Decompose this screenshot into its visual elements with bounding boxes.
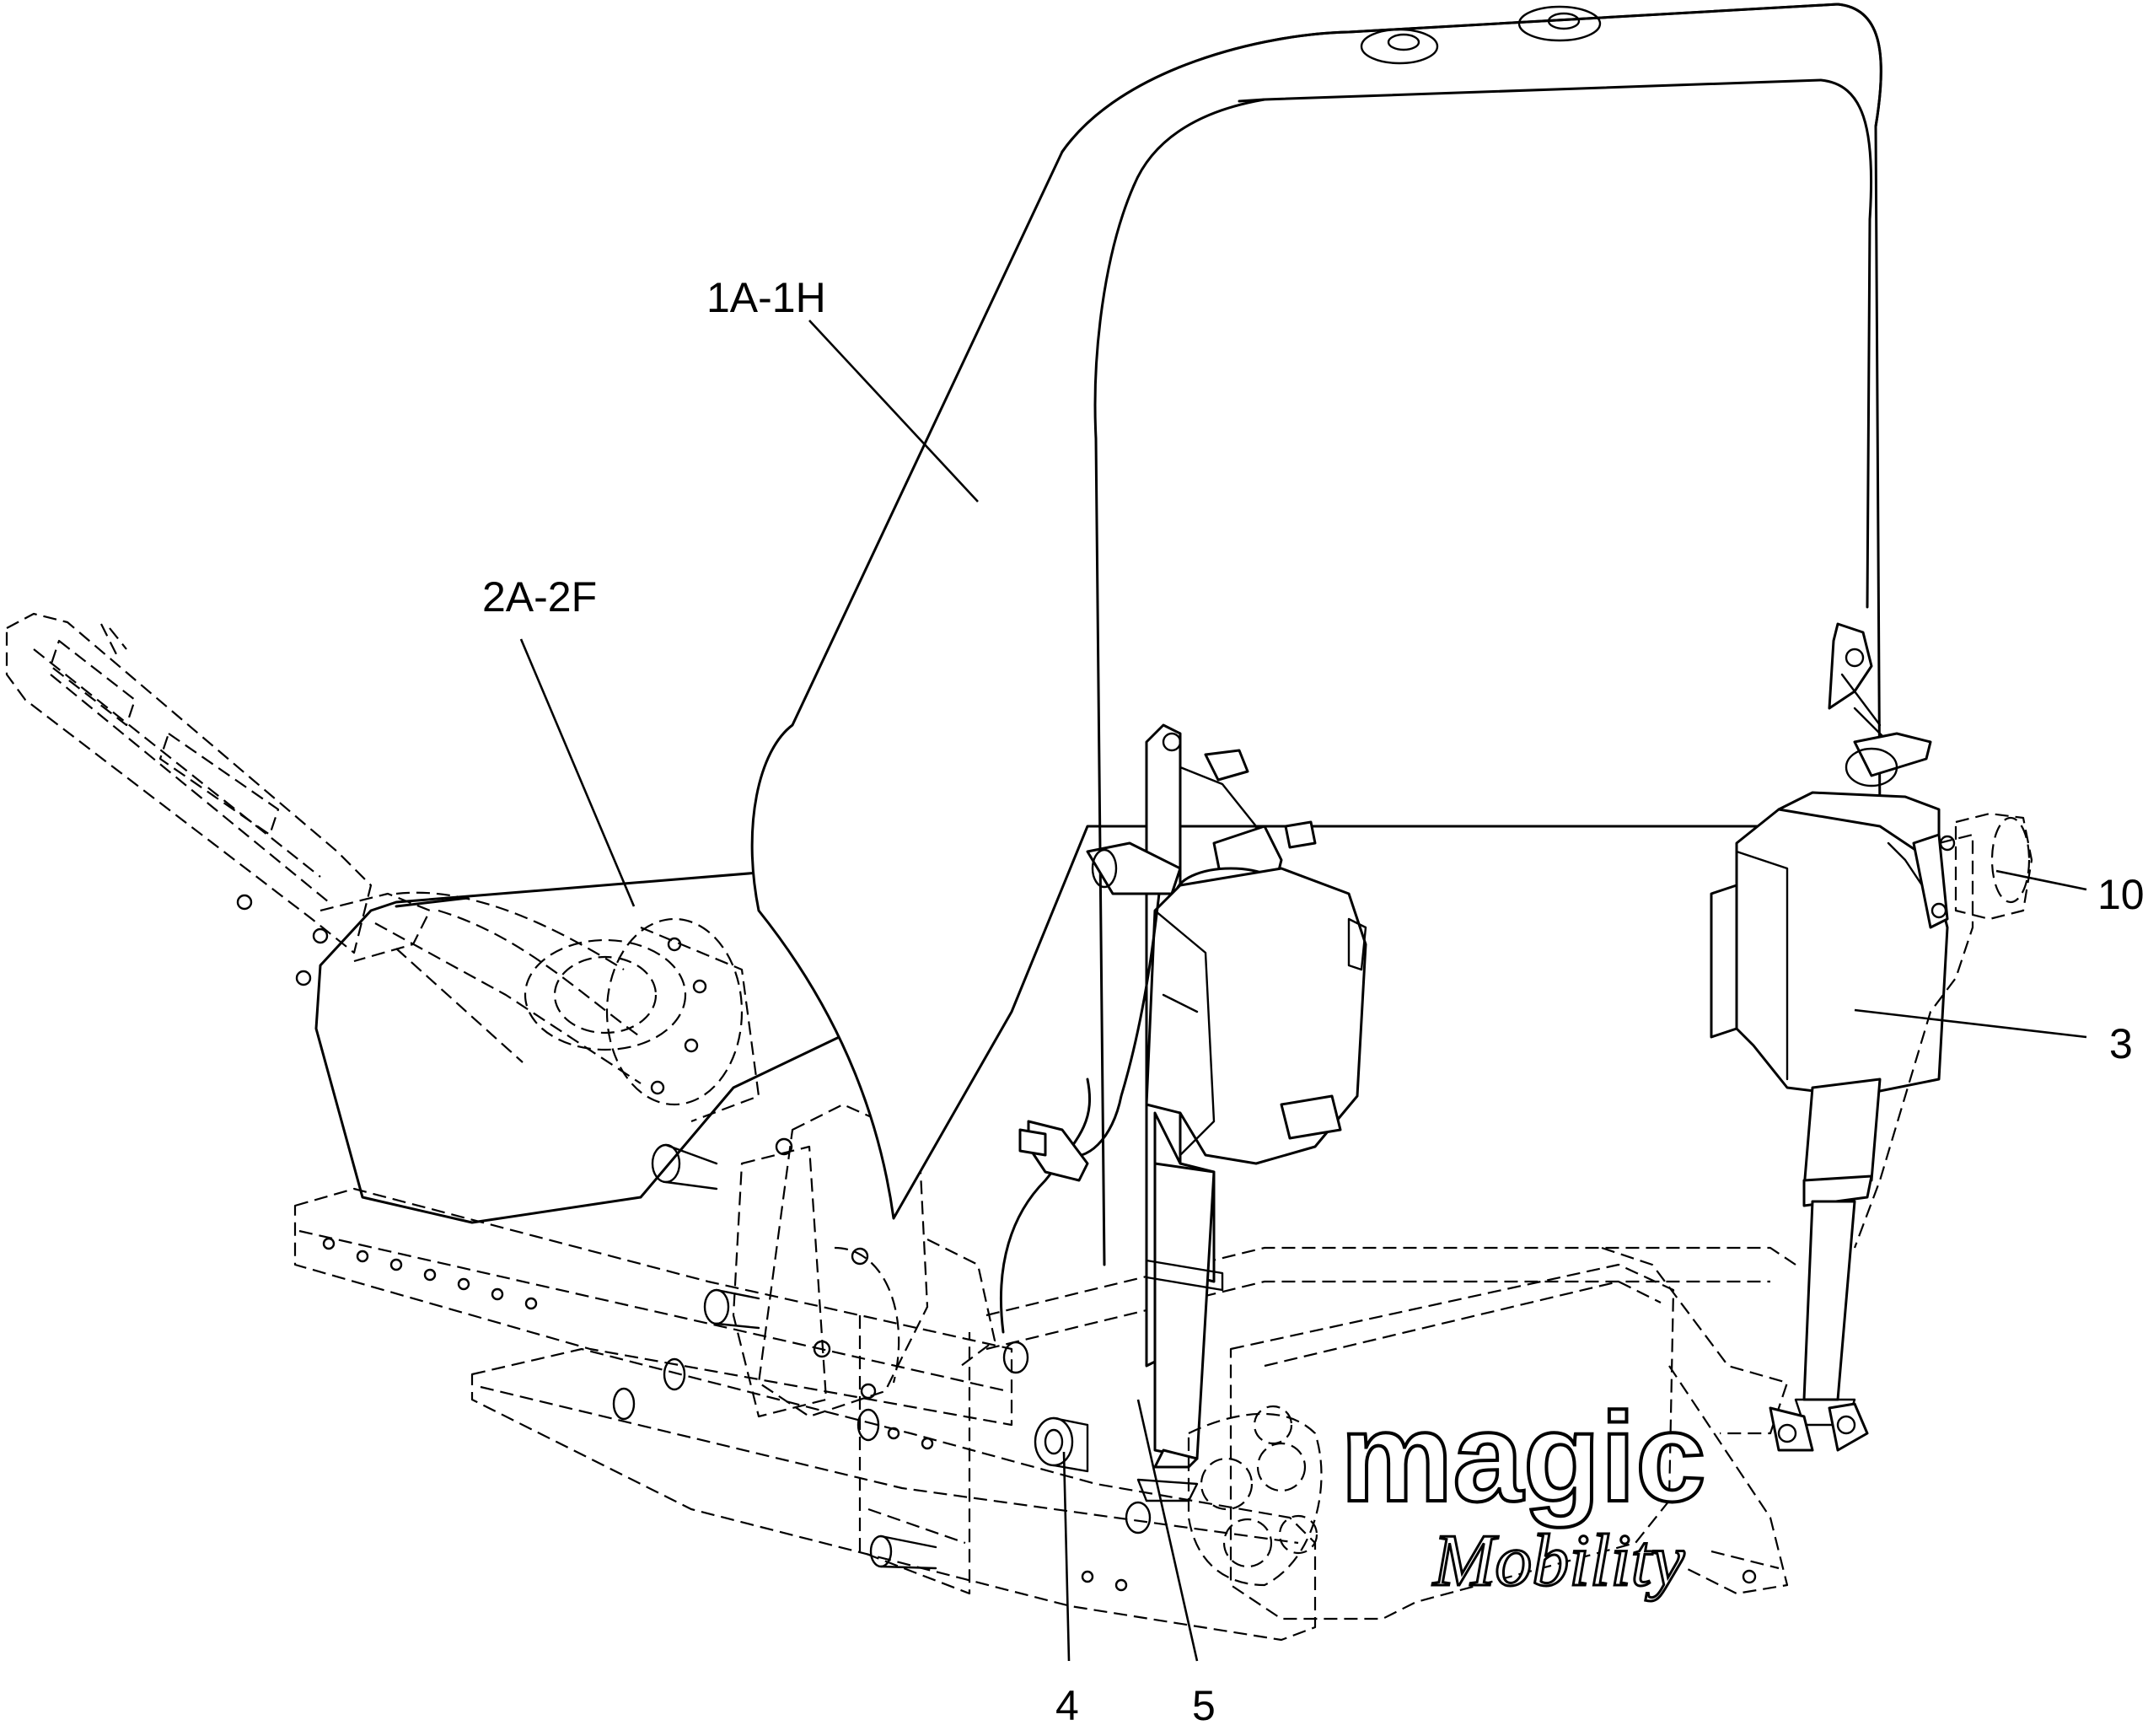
leader-lines — [519, 320, 2087, 1662]
callout-10: 10 — [2097, 871, 2145, 918]
callout-1a-1h: 1A-1H — [706, 274, 826, 321]
callout-5: 5 — [1192, 1682, 1216, 1729]
leader-2a-2f — [519, 638, 636, 907]
callout-2a-2f: 2A-2F — [482, 573, 597, 621]
seat-rail-frame — [293, 1187, 1796, 1595]
leg-rest-arm — [5, 612, 432, 986]
callout-4: 4 — [1055, 1682, 1079, 1729]
left-actuator — [1018, 723, 1367, 1534]
logo-panel: magic Mobility — [1229, 1263, 1708, 1620]
leader-5 — [1136, 1399, 1199, 1662]
left-linkage-plates — [612, 1103, 1089, 1570]
callout-3: 3 — [2109, 1020, 2133, 1067]
callout-labels: 1A-1H 2A-2F 10 3 4 5 — [482, 274, 2145, 1729]
backrest-motor — [1853, 812, 2033, 1249]
logo-sub: Mobility — [1431, 1520, 1685, 1602]
seat-motor-hub — [524, 917, 760, 1123]
frame-bolt-holes — [322, 1237, 1757, 1592]
leader-10 — [1995, 869, 2087, 891]
drive-chain — [1187, 1405, 1323, 1587]
logo-brand: magic — [1340, 1386, 1706, 1528]
seat-pan — [314, 858, 929, 1224]
right-actuator — [1710, 622, 1949, 1452]
backrest-shell — [750, 3, 1882, 1334]
leader-3 — [1854, 1008, 2087, 1039]
leader-4 — [1062, 1451, 1071, 1662]
leader-1a-1h — [808, 320, 979, 503]
